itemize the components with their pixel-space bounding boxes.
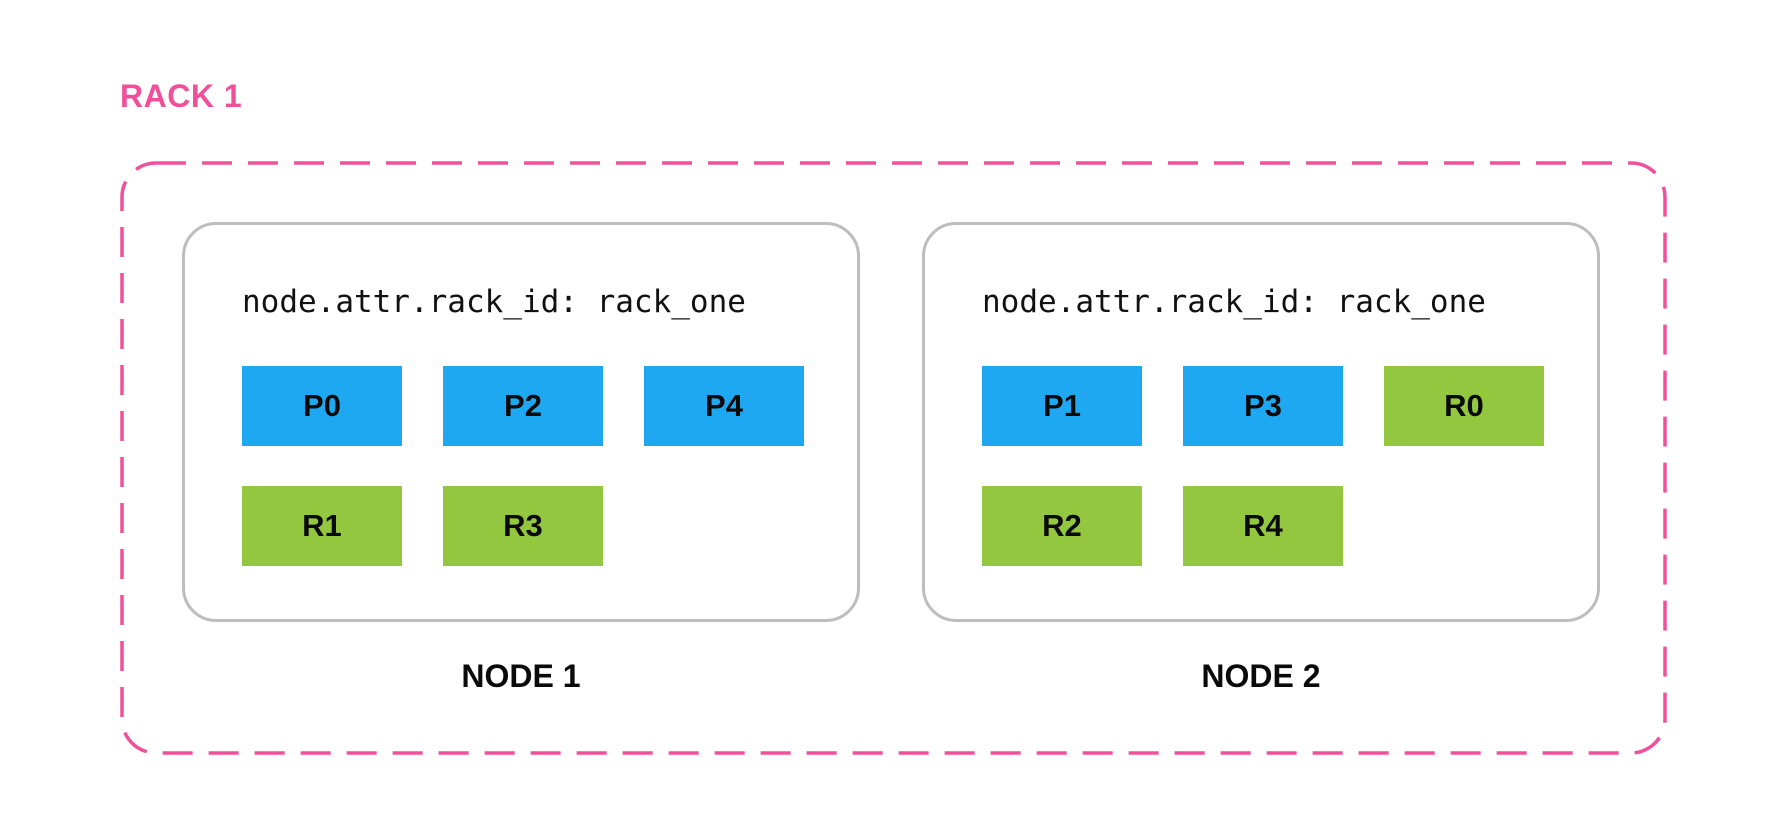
rack-label: RACK 1 — [120, 78, 243, 114]
shard-replica: R4 — [1183, 486, 1343, 566]
node-2-box: node.attr.rack_id: rack_one P1 P3 R0 R2 … — [922, 222, 1600, 622]
node-attribute: node.attr.rack_id: rack_one — [242, 284, 746, 320]
shard-replica: R1 — [242, 486, 402, 566]
shard-primary: P1 — [982, 366, 1142, 446]
node-1-label: NODE 1 — [461, 658, 581, 694]
shard-replica: R3 — [443, 486, 603, 566]
shard-replica: R2 — [982, 486, 1142, 566]
node-1-box: node.attr.rack_id: rack_one P0 P2 P4 R1 … — [182, 222, 860, 622]
shard-primary: P3 — [1183, 366, 1343, 446]
shard-primary: P4 — [644, 366, 804, 446]
rack-boundary — [120, 161, 1667, 755]
shard-replica: R0 — [1384, 366, 1544, 446]
node-2-label: NODE 2 — [1201, 658, 1321, 694]
shard-primary: P0 — [242, 366, 402, 446]
shard-primary: P2 — [443, 366, 603, 446]
node-attribute: node.attr.rack_id: rack_one — [982, 284, 1486, 320]
